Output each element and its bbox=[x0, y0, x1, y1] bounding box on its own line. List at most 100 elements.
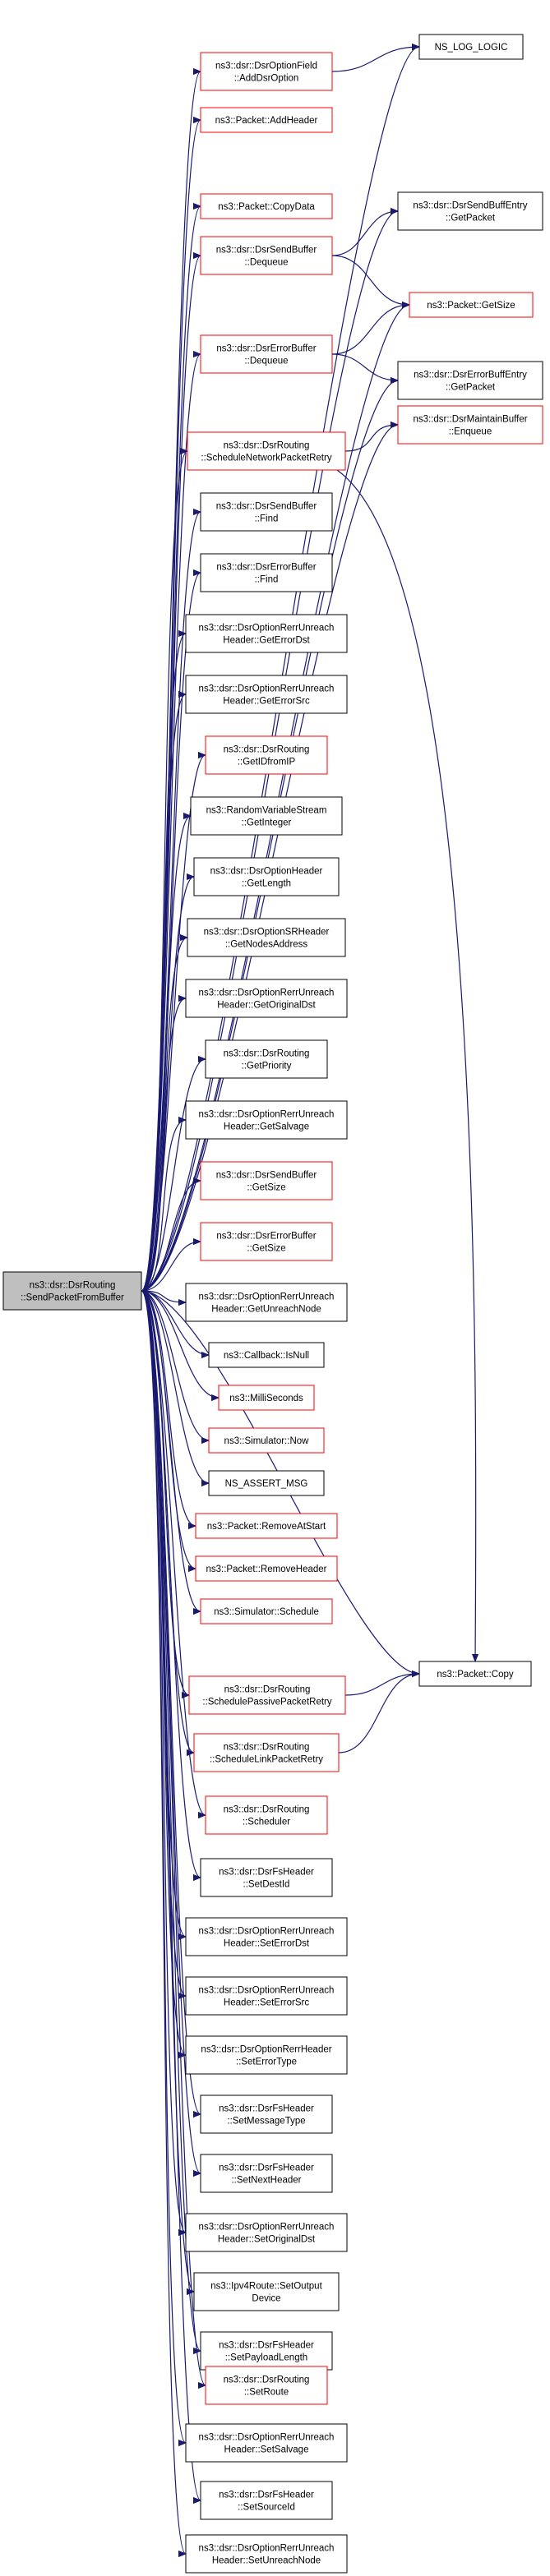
node-copy-data[interactable]: ns3::Packet::CopyData bbox=[200, 193, 333, 219]
node-get-priority[interactable]: ns3::dsr::DsrRouting::GetPriority bbox=[205, 1039, 328, 1079]
node-set-source-id[interactable]: ns3::dsr::DsrFsHeader::SetSourceId bbox=[200, 2481, 333, 2520]
node-send-buf-dequeue[interactable]: ns3::dsr::DsrSendBuffer::Dequeue bbox=[200, 236, 333, 275]
node-err-buf-dequeue[interactable]: ns3::dsr::DsrErrorBuffer::Dequeue bbox=[200, 334, 333, 374]
node-label-line: ::GetLength bbox=[242, 879, 291, 889]
node-add-dsr-option[interactable]: ns3::dsr::DsrOptionField::AddDsrOption bbox=[200, 52, 333, 91]
node-set-error-type[interactable]: ns3::dsr::DsrOptionRerrHeader::SetErrorT… bbox=[185, 2035, 348, 2075]
node-label-line: ns3::dsr::DsrRouting bbox=[224, 1743, 310, 1753]
node-now[interactable]: ns3::Simulator::Now bbox=[208, 1427, 325, 1454]
node-schedule-network-packet-retry-box bbox=[187, 431, 346, 471]
node-label-line: NS_LOG_LOGIC bbox=[435, 43, 508, 53]
node-label-line: ns3::dsr::DsrOptionSRHeader bbox=[204, 928, 330, 938]
node-label-line: Header::SetUnreachNode bbox=[212, 2556, 321, 2566]
node-packet-copy[interactable]: ns3::Packet::Copy bbox=[418, 1661, 532, 1687]
node-set-route[interactable]: ns3::dsr::DsrRouting::SetRoute bbox=[205, 2366, 328, 2405]
node-err-buf-dequeue-box bbox=[200, 334, 333, 374]
node-label-line: ns3::Ipv4Route::SetOutput bbox=[210, 2282, 322, 2292]
node-get-original-dst-box bbox=[185, 979, 348, 1018]
node-schedule-passive-packet-retry[interactable]: ns3::dsr::DsrRouting::SchedulePassivePac… bbox=[188, 1675, 346, 1715]
node-get-idfrom-ip[interactable]: ns3::dsr::DsrRouting::GetIDfromIP bbox=[205, 735, 328, 775]
node-send-buf-find-box bbox=[200, 492, 333, 532]
node-add-header[interactable]: ns3::Packet::AddHeader bbox=[200, 107, 333, 133]
edge-root-to-get-salvage bbox=[141, 1120, 187, 1292]
node-set-payload-length-box bbox=[200, 2331, 333, 2371]
node-get-error-src[interactable]: ns3::dsr::DsrOptionRerrUnreachHeader::Ge… bbox=[185, 675, 348, 714]
node-set-salvage-box bbox=[185, 2423, 348, 2463]
edge-schedule-network-packet-retry-to-packet-copy bbox=[336, 469, 476, 1661]
node-set-dest-id[interactable]: ns3::dsr::DsrFsHeader::SetDestId bbox=[200, 1858, 333, 1897]
node-label-line: ns3::dsr::DsrOptionRerrUnreach bbox=[199, 684, 335, 694]
node-get-error-dst[interactable]: ns3::dsr::DsrOptionRerrUnreachHeader::Ge… bbox=[185, 614, 348, 653]
root-node[interactable]: ns3::dsr::DsrRouting::SendPacketFromBuff… bbox=[2, 1271, 142, 1311]
node-send-buff-entry-get-packet-box bbox=[397, 191, 543, 231]
node-send-buf-get-size[interactable]: ns3::dsr::DsrSendBuffer::GetSize bbox=[200, 1161, 333, 1200]
node-remove-header[interactable]: ns3::Packet::RemoveHeader bbox=[195, 1555, 338, 1582]
node-label-line: ns3::dsr::DsrErrorBuffer bbox=[216, 344, 316, 354]
node-set-payload-length[interactable]: ns3::dsr::DsrFsHeader::SetPayloadLength bbox=[200, 2331, 333, 2371]
node-set-next-header[interactable]: ns3::dsr::DsrFsHeader::SetNextHeader bbox=[200, 2154, 333, 2193]
node-remove-at-start[interactable]: ns3::Packet::RemoveAtStart bbox=[195, 1513, 338, 1539]
node-get-salvage[interactable]: ns3::dsr::DsrOptionRerrUnreachHeader::Ge… bbox=[185, 1100, 348, 1140]
node-err-buf-get-size[interactable]: ns3::dsr::DsrErrorBuffer::GetSize bbox=[200, 1222, 333, 1261]
node-get-integer[interactable]: ns3::RandomVariableStream::GetInteger bbox=[190, 796, 343, 836]
node-send-buff-entry-get-packet[interactable]: ns3::dsr::DsrSendBuffEntry::GetPacket bbox=[397, 191, 543, 231]
node-get-integer-box bbox=[190, 796, 343, 836]
node-get-unreach-node[interactable]: ns3::dsr::DsrOptionRerrUnreachHeader::Ge… bbox=[185, 1283, 348, 1322]
node-label-line: ns3::dsr::DsrOptionField bbox=[215, 62, 317, 71]
node-set-route-box bbox=[205, 2366, 328, 2405]
node-label-line: ns3::dsr::DsrMaintainBuffer bbox=[413, 415, 527, 425]
node-maintain-buffer-enqueue-box bbox=[397, 405, 543, 445]
node-set-error-dst[interactable]: ns3::dsr::DsrOptionRerrUnreachHeader::Se… bbox=[185, 1917, 348, 1956]
node-error-buff-entry-get-packet[interactable]: ns3::dsr::DsrErrorBuffEntry::GetPacket bbox=[397, 361, 543, 400]
node-label-line: ::SetPayloadLength bbox=[225, 2353, 307, 2363]
node-set-error-src[interactable]: ns3::dsr::DsrOptionRerrUnreachHeader::Se… bbox=[185, 1976, 348, 2016]
node-schedule-network-packet-retry[interactable]: ns3::dsr::DsrRouting::ScheduleNetworkPac… bbox=[187, 431, 346, 471]
edge-schedule-link-packet-retry-to-packet-copy bbox=[338, 1674, 419, 1753]
node-label-line: ::Find bbox=[255, 514, 279, 524]
edge-root-to-set-source-id bbox=[141, 1290, 201, 2500]
node-set-salvage[interactable]: ns3::dsr::DsrOptionRerrUnreachHeader::Se… bbox=[185, 2423, 348, 2463]
edge-root-to-get-error-src bbox=[141, 694, 187, 1292]
edge-root-to-set-dest-id bbox=[141, 1290, 201, 1878]
edges-layer bbox=[141, 47, 476, 2554]
node-label-line: ns3::RandomVariableStream bbox=[206, 806, 327, 816]
edge-root-to-get-nodes-address bbox=[141, 938, 188, 1292]
node-set-unreach-node[interactable]: ns3::dsr::DsrOptionRerrUnreachHeader::Se… bbox=[185, 2534, 348, 2574]
node-schedule[interactable]: ns3::Simulator::Schedule bbox=[200, 1598, 333, 1624]
node-label-line: ::SetErrorType bbox=[236, 2058, 297, 2067]
edge-schedule-passive-packet-retry-to-packet-copy bbox=[344, 1674, 419, 1696]
node-get-idfrom-ip-box bbox=[205, 735, 328, 775]
node-get-length[interactable]: ns3::dsr::DsrOptionHeader::GetLength bbox=[193, 857, 340, 896]
node-label-line: Header::GetErrorDst bbox=[223, 636, 310, 646]
node-log-logic[interactable]: NS_LOG_LOGIC bbox=[418, 34, 524, 60]
node-label-line: ns3::dsr::DsrSendBuffer bbox=[216, 502, 317, 512]
node-label-line: ::GetInteger bbox=[242, 818, 292, 828]
node-set-message-type[interactable]: ns3::dsr::DsrFsHeader::SetMessageType bbox=[200, 2094, 333, 2134]
node-packet-get-size[interactable]: ns3::Packet::GetSize bbox=[409, 292, 534, 318]
edge-root-to-get-error-dst bbox=[141, 634, 187, 1292]
node-set-original-dst[interactable]: ns3::dsr::DsrOptionRerrUnreachHeader::Se… bbox=[185, 2213, 348, 2252]
node-milli-seconds[interactable]: ns3::MilliSeconds bbox=[218, 1385, 315, 1411]
node-label-line: ns3::dsr::DsrOptionRerrUnreach bbox=[199, 2433, 335, 2443]
node-add-dsr-option-box bbox=[200, 52, 333, 91]
node-assert-msg[interactable]: NS_ASSERT_MSG bbox=[208, 1470, 325, 1496]
node-err-buf-find[interactable]: ns3::dsr::DsrErrorBuffer::Find bbox=[200, 553, 333, 592]
node-add-header-box bbox=[200, 107, 333, 133]
node-is-null[interactable]: ns3::Callback::IsNull bbox=[208, 1342, 325, 1368]
node-label-line: ::Dequeue bbox=[244, 357, 288, 366]
node-set-message-type-box bbox=[200, 2094, 333, 2134]
node-send-buf-find[interactable]: ns3::dsr::DsrSendBuffer::Find bbox=[200, 492, 333, 532]
node-get-original-dst[interactable]: ns3::dsr::DsrOptionRerrUnreachHeader::Ge… bbox=[185, 979, 348, 1018]
node-maintain-buffer-enqueue[interactable]: ns3::dsr::DsrMaintainBuffer::Enqueue bbox=[397, 405, 543, 445]
node-get-length-box bbox=[193, 857, 340, 896]
node-get-nodes-address[interactable]: ns3::dsr::DsrOptionSRHeader::GetNodesAdd… bbox=[187, 918, 346, 957]
node-label-line: ::SetRoute bbox=[244, 2388, 289, 2398]
node-get-salvage-box bbox=[185, 1100, 348, 1140]
node-label-line: ns3::dsr::DsrRouting bbox=[224, 441, 310, 451]
node-schedule-link-packet-retry[interactable]: ns3::dsr::DsrRouting::ScheduleLinkPacket… bbox=[193, 1733, 340, 1772]
node-err-buf-get-size-box bbox=[200, 1222, 333, 1261]
node-scheduler[interactable]: ns3::dsr::DsrRouting::Scheduler bbox=[205, 1795, 328, 1835]
edge-root-to-get-unreach-node bbox=[141, 1290, 186, 1302]
node-set-dest-id-box bbox=[200, 1858, 333, 1897]
